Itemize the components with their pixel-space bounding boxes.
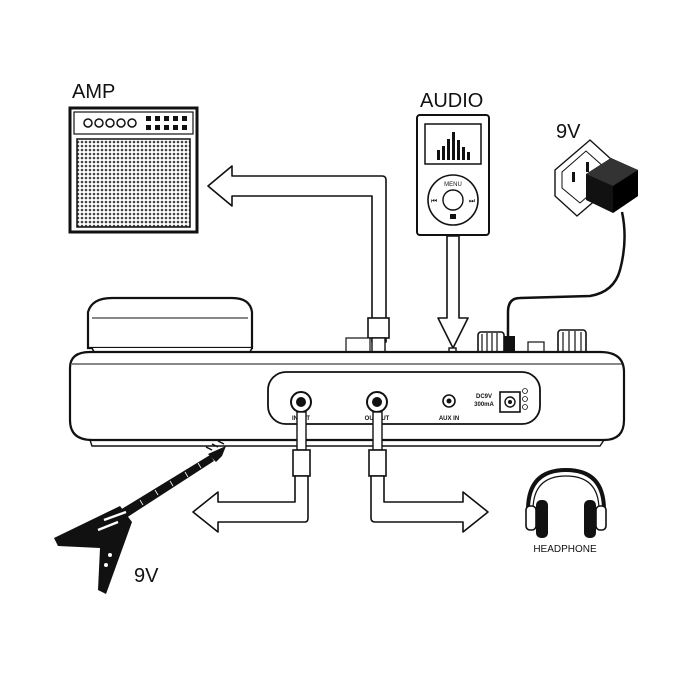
guitar-cable-arrow (192, 475, 309, 533)
amp-plug (367, 317, 390, 339)
power-adapter-icon (586, 158, 638, 213)
power-label-top: 9V (556, 121, 581, 143)
guitar-icon (54, 440, 226, 594)
power-cable (506, 211, 626, 352)
amp-cable-arrow (207, 165, 387, 343)
dc-label-1: DC9V (476, 394, 492, 400)
svg-text:⏭: ⏭ (469, 197, 476, 205)
dc-label-2: 300mA (474, 402, 494, 408)
audio-cable-arrow (437, 235, 469, 349)
output-plug (368, 449, 387, 477)
svg-text:⏮: ⏮ (431, 197, 437, 205)
power-label-bottom: 9V (134, 565, 159, 587)
amp-label: AMP (72, 81, 115, 103)
amplifier-icon (68, 106, 199, 234)
svg-text:MENU: MENU (444, 182, 462, 188)
effects-pedal-icon (68, 296, 626, 447)
mp3-player-icon: MENU ⏮ ⏭ (416, 114, 490, 236)
audio-label: AUDIO (420, 90, 483, 112)
input-plug (292, 449, 311, 477)
aux-in-label: AUX IN (439, 416, 459, 422)
headphone-label: HEADPHONE (533, 544, 597, 555)
headphones-icon (525, 467, 607, 538)
headphone-cable-arrow (370, 475, 489, 533)
